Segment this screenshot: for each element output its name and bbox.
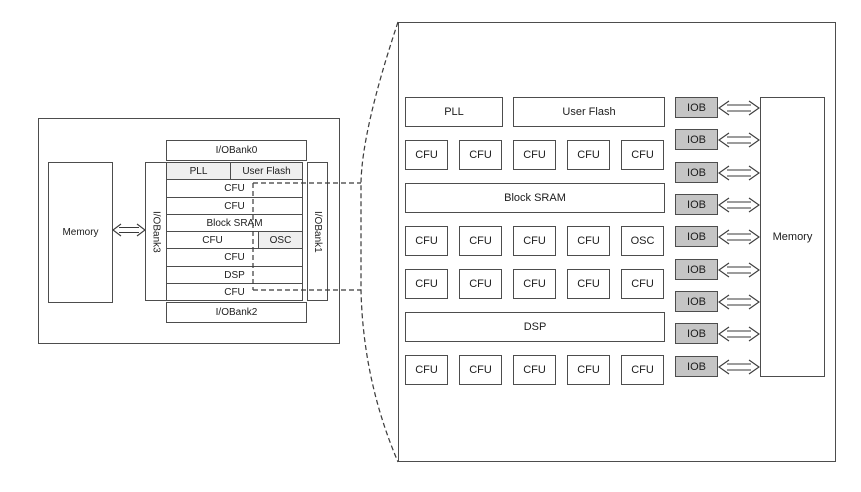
- iob-block: IOB: [675, 323, 718, 344]
- detail-block-cfu: CFU: [513, 355, 556, 385]
- iob-block: IOB: [675, 97, 718, 118]
- detail-block-cfu: CFU: [567, 226, 610, 256]
- detail-memory-block: Memory: [760, 97, 825, 377]
- iobank0-strip: I/OBank0: [166, 140, 307, 161]
- detail-block-cfu: CFU: [513, 269, 556, 299]
- overview-block-user-flash: User Flash: [231, 163, 302, 179]
- iob-memory-arrow-icon: [718, 262, 760, 278]
- detail-block-cfu: CFU: [621, 269, 664, 299]
- detail-block-cfu: CFU: [459, 226, 502, 256]
- detail-block-cfu: CFU: [459, 140, 502, 170]
- iob-memory-arrow-icon: [718, 132, 760, 148]
- overview-block-cfu: CFU: [166, 283, 303, 301]
- detail-block-cfu: CFU: [621, 355, 664, 385]
- detail-block-cfu: CFU: [459, 269, 502, 299]
- detail-block-cfu: CFU: [513, 140, 556, 170]
- iob-memory-arrow-icon: [718, 197, 760, 213]
- iob-block: IOB: [675, 226, 718, 247]
- detail-block-sram: Block SRAM: [405, 183, 665, 213]
- iob-memory-arrow-icon: [718, 229, 760, 245]
- detail-block-cfu: CFU: [567, 269, 610, 299]
- detail-block-osc: OSC: [621, 226, 664, 256]
- iobank2-strip: I/OBank2: [166, 302, 307, 323]
- detail-block-cfu: CFU: [567, 355, 610, 385]
- detail-block-cfu: CFU: [459, 355, 502, 385]
- overview-memory-block: Memory: [48, 162, 113, 303]
- detail-block-cfu: CFU: [513, 226, 556, 256]
- iob-block: IOB: [675, 291, 718, 312]
- detail-block-cfu: CFU: [567, 140, 610, 170]
- iob-memory-arrow-icon: [718, 326, 760, 342]
- overview-row-pll-flash: PLL User Flash: [166, 162, 303, 180]
- iob-block: IOB: [675, 129, 718, 150]
- zoom-connector-line: [360, 21, 399, 463]
- overview-block-pll: PLL: [167, 163, 231, 179]
- detail-block-cfu: CFU: [621, 140, 664, 170]
- iob-block: IOB: [675, 194, 718, 215]
- overview-block-cfu: CFU: [202, 234, 223, 246]
- iob-memory-arrow-icon: [718, 100, 760, 116]
- overview-core: PLL User Flash CFU CFU Block SRAM CFU OS…: [166, 162, 303, 301]
- iob-block: IOB: [675, 356, 718, 377]
- detail-block-user-flash: User Flash: [513, 97, 665, 127]
- iob-block: IOB: [675, 162, 718, 183]
- detail-block-cfu: CFU: [405, 226, 448, 256]
- iob-block: IOB: [675, 259, 718, 280]
- iob-memory-arrow-icon: [718, 359, 760, 375]
- iobank1-strip: I/OBank1: [307, 162, 328, 301]
- detail-block-cfu: CFU: [405, 355, 448, 385]
- overview-block-osc: OSC: [258, 232, 302, 248]
- detail-block-dsp: DSP: [405, 312, 665, 342]
- overview-block-cfu: CFU: [166, 179, 303, 198]
- overview-block-dsp: DSP: [166, 266, 303, 284]
- detail-block-cfu: CFU: [405, 140, 448, 170]
- iob-memory-arrow-icon: [718, 165, 760, 181]
- iobank3-strip: I/OBank3: [145, 162, 167, 301]
- iob-memory-arrow-icon: [718, 294, 760, 310]
- overview-block-cfu: CFU: [166, 248, 303, 267]
- detail-block-pll: PLL: [405, 97, 503, 127]
- overview-block-sram: Block SRAM: [166, 214, 303, 232]
- overview-row-cfu-osc: CFU OSC: [166, 231, 303, 249]
- overview-block-cfu: CFU: [166, 197, 303, 215]
- detail-block-cfu: CFU: [405, 269, 448, 299]
- memory-bus-arrow-icon: [112, 223, 146, 237]
